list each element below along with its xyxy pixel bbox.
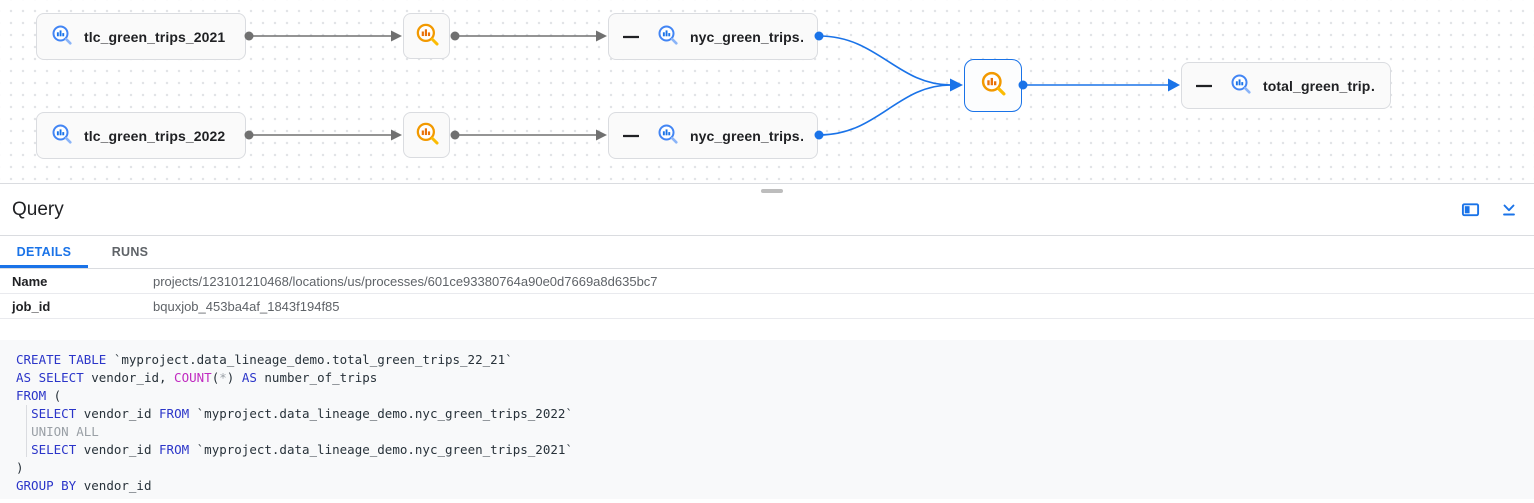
query-process-icon bbox=[415, 22, 439, 51]
node-tlc-green-trips-2022[interactable]: tlc_green_trips_2022 bbox=[36, 112, 246, 159]
node-label: total_green_trip… bbox=[1263, 77, 1376, 94]
node-tlc-green-trips-2021[interactable]: tlc_green_trips_2021 bbox=[36, 13, 246, 60]
tab-runs[interactable]: RUNS bbox=[111, 245, 149, 259]
node-nyc-green-trips-2022[interactable]: nyc_green_trips… bbox=[608, 112, 818, 159]
bigquery-table-icon bbox=[657, 123, 678, 149]
bigquery-table-icon bbox=[1230, 73, 1251, 99]
collapse-minus-icon[interactable] bbox=[623, 35, 639, 39]
node-label: tlc_green_trips_2022 bbox=[84, 127, 226, 144]
sql-query-block: CREATE TABLE `myproject.data_lineage_dem… bbox=[0, 340, 1534, 499]
row-label: job_id bbox=[12, 298, 51, 314]
table-row-name: Name projects/123101210468/locations/us/… bbox=[0, 269, 1534, 294]
process-node-query-bottom[interactable] bbox=[403, 112, 450, 158]
node-nyc-green-trips-2021[interactable]: nyc_green_trips… bbox=[608, 13, 818, 60]
row-label: Name bbox=[12, 273, 48, 289]
lineage-graph[interactable]: tlc_green_trips_2021 nyc_green_trips… tl… bbox=[0, 0, 1534, 184]
collapse-minus-icon[interactable] bbox=[623, 134, 639, 138]
table-row-job-id: job_id bquxjob_453ba4af_1843f194f85 bbox=[0, 294, 1534, 319]
panel-title: Query bbox=[12, 198, 64, 220]
process-node-query-top[interactable] bbox=[403, 13, 450, 59]
row-value: projects/123101210468/locations/us/proce… bbox=[153, 273, 658, 289]
node-label: nyc_green_trips… bbox=[690, 127, 803, 144]
query-process-icon bbox=[415, 121, 439, 150]
panel-resize-handle[interactable] bbox=[761, 189, 783, 193]
row-value: bquxjob_453ba4af_1843f194f85 bbox=[153, 298, 340, 314]
query-panel-header: Query bbox=[0, 184, 1534, 236]
node-label: tlc_green_trips_2021 bbox=[84, 28, 226, 45]
spacer bbox=[0, 319, 1534, 340]
indent-guide bbox=[26, 405, 27, 457]
query-process-icon bbox=[980, 70, 1006, 101]
collapse-panel-icon[interactable] bbox=[1498, 199, 1520, 221]
bigquery-table-icon bbox=[657, 24, 678, 50]
node-label: nyc_green_trips… bbox=[690, 28, 803, 45]
sql-code: CREATE TABLE `myproject.data_lineage_dem… bbox=[16, 352, 573, 493]
bigquery-table-icon bbox=[51, 24, 72, 50]
node-total-green-trips[interactable]: total_green_trip… bbox=[1181, 62, 1391, 109]
panel-tabs: DETAILS RUNS bbox=[0, 236, 1534, 269]
process-node-union-query-selected[interactable] bbox=[964, 59, 1022, 112]
side-panel-icon[interactable] bbox=[1459, 199, 1481, 221]
bigquery-table-icon bbox=[51, 123, 72, 149]
details-table: Name projects/123101210468/locations/us/… bbox=[0, 269, 1534, 319]
tab-details[interactable]: DETAILS bbox=[0, 236, 88, 268]
collapse-minus-icon[interactable] bbox=[1196, 84, 1212, 88]
